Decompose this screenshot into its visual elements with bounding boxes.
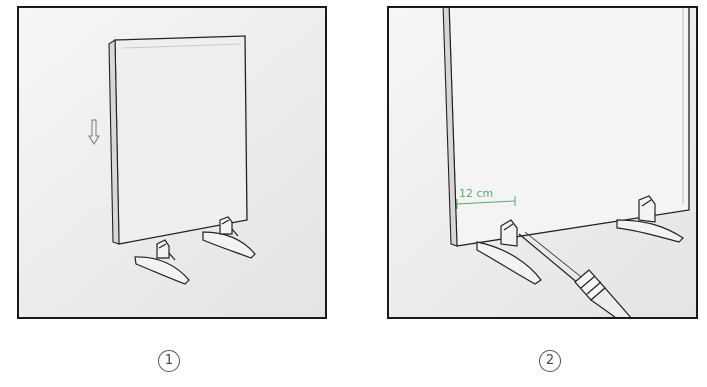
heater-panel-icon	[109, 36, 247, 244]
step-1-illustration	[17, 6, 327, 319]
step-2-drawing: 12 cm	[389, 8, 696, 317]
down-arrow-icon	[89, 120, 99, 144]
step-1-drawing	[19, 8, 325, 317]
step-2-illustration: 12 cm	[387, 6, 698, 319]
step-number-2: 2	[539, 350, 561, 372]
left-foot-icon	[135, 240, 189, 284]
measurement-label: 12 cm	[459, 187, 493, 200]
step-number-1: 1	[158, 350, 180, 372]
